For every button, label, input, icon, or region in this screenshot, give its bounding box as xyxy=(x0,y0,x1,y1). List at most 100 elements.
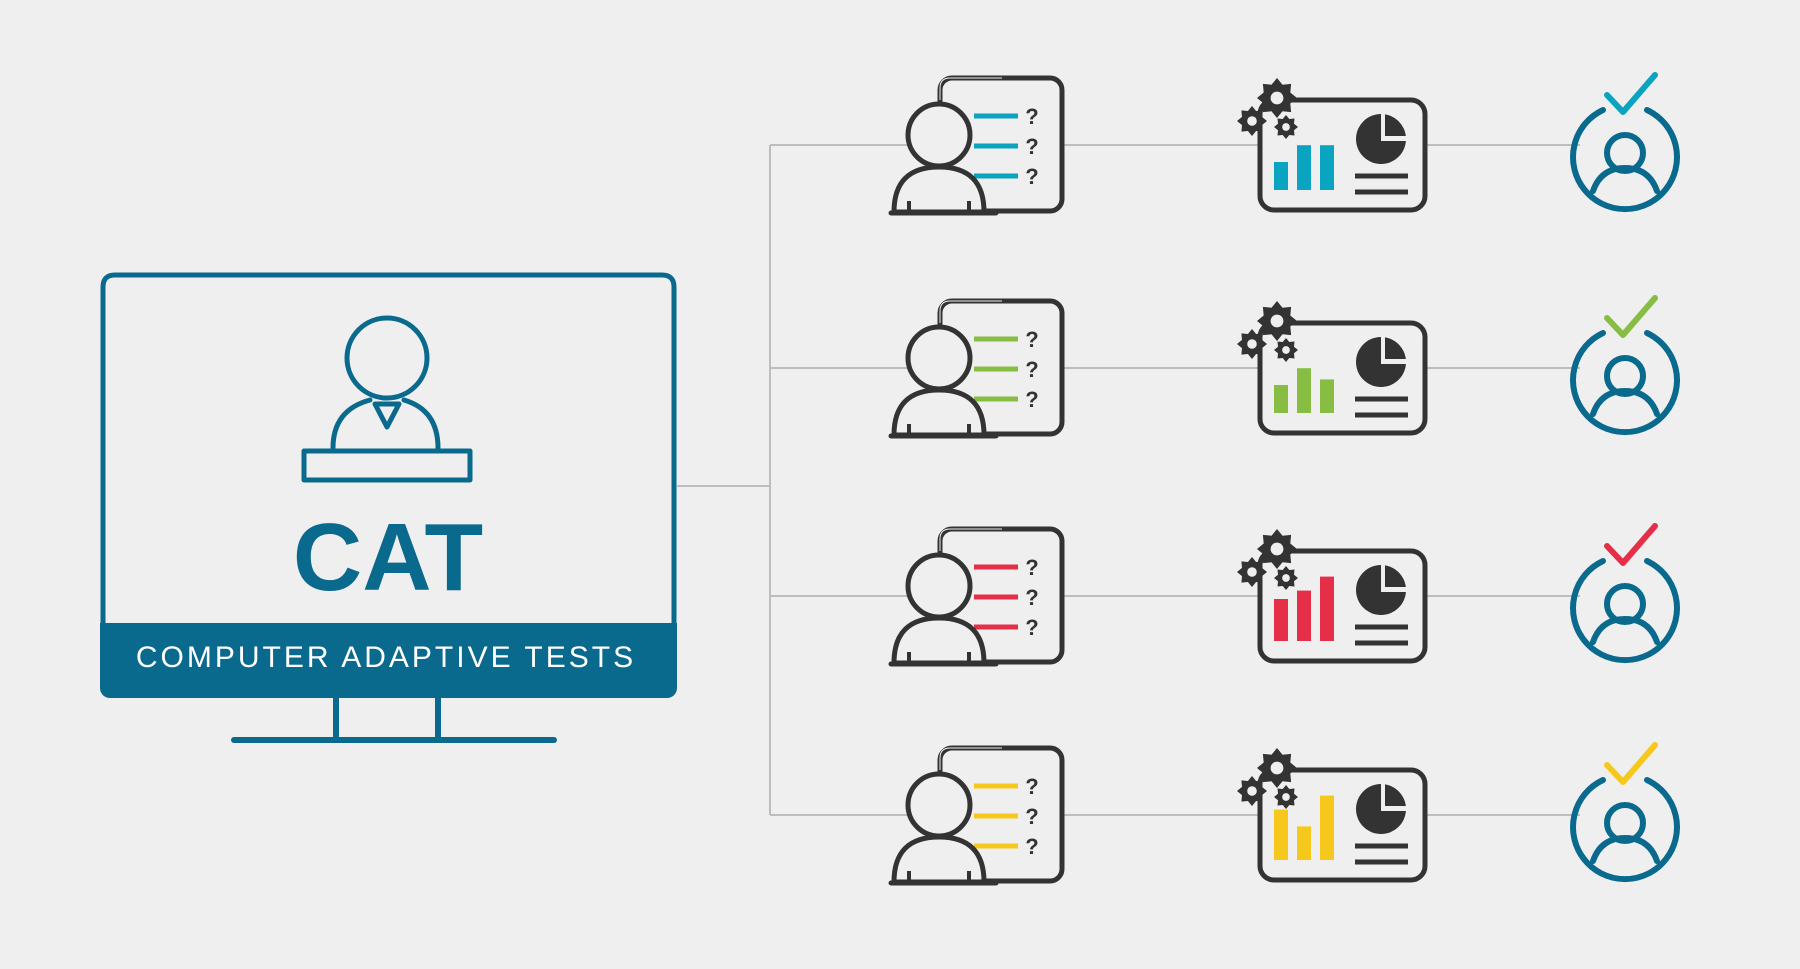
monitor-screen-frame xyxy=(100,272,677,693)
question-mark: ? xyxy=(1025,834,1038,859)
dashboard-bar xyxy=(1320,379,1334,413)
gear-hole xyxy=(1247,339,1257,349)
badge-ring xyxy=(1570,107,1680,213)
gear-icon xyxy=(1237,776,1267,806)
cat-logo-text: CAT xyxy=(293,504,483,611)
dashboard-pie-slice xyxy=(1381,782,1408,811)
checkmark-icon xyxy=(1604,295,1658,338)
test-rows: ???????????? xyxy=(888,72,1680,886)
gear-icon xyxy=(1237,106,1267,136)
gear-hole xyxy=(1247,567,1257,577)
monitor-banner-top xyxy=(100,623,677,643)
dashboard-pie-slice xyxy=(1381,112,1408,141)
gear-hole xyxy=(1282,574,1290,582)
question-mark: ? xyxy=(1025,104,1038,129)
question-card-corner xyxy=(939,747,1002,770)
verified-person-icon xyxy=(1570,523,1680,664)
results-dashboard-icon xyxy=(1257,97,1428,213)
question-mark: ? xyxy=(1025,387,1038,412)
gear-hole xyxy=(1282,793,1290,801)
question-mark: ? xyxy=(1025,615,1038,640)
dashboard-bar xyxy=(1274,162,1288,190)
presenter-desk xyxy=(301,448,473,483)
gear-hole xyxy=(1247,786,1257,796)
gear-icon xyxy=(1257,301,1297,341)
dashboard-bar xyxy=(1320,795,1334,860)
dashboard-bar xyxy=(1320,145,1334,190)
test-row-4: ??? xyxy=(888,742,1680,886)
verified-person-icon xyxy=(1570,742,1680,883)
question-mark: ? xyxy=(1025,357,1038,382)
question-mark: ? xyxy=(1025,804,1038,829)
dashboard-pie-slice xyxy=(1381,563,1408,592)
gear-icon xyxy=(1274,785,1298,809)
checkmark-icon xyxy=(1604,72,1658,115)
results-dashboard-icon xyxy=(1257,548,1428,664)
gear-hole xyxy=(1270,314,1284,328)
test-row-2: ??? xyxy=(888,295,1680,439)
badge-body xyxy=(1590,615,1660,645)
presenter-head xyxy=(344,315,430,401)
results-dashboard-icon xyxy=(1257,767,1428,883)
test-taker-head xyxy=(905,552,973,620)
gear-hole xyxy=(1270,542,1284,556)
presenter-body xyxy=(330,397,441,451)
presenter-tie xyxy=(372,401,402,430)
gear-icon xyxy=(1257,78,1297,118)
gear-icon xyxy=(1257,529,1297,569)
gear-icon xyxy=(1237,557,1267,587)
gear-icon xyxy=(1257,748,1297,788)
test-taker-icon xyxy=(888,324,999,439)
question-card-corner xyxy=(939,528,1002,551)
gear-icon xyxy=(1274,115,1298,139)
gear-icon xyxy=(1274,566,1298,590)
test-taker-icon xyxy=(888,771,999,886)
computer-monitor-icon: CAT COMPUTER ADAPTIVE TESTS xyxy=(100,272,677,743)
badge-body xyxy=(1590,164,1660,194)
badge-ring xyxy=(1570,330,1680,436)
test-taker-body xyxy=(891,387,987,438)
question-mark: ? xyxy=(1025,585,1038,610)
badge-body xyxy=(1590,387,1660,417)
verified-person-icon xyxy=(1570,295,1680,436)
question-mark: ? xyxy=(1025,134,1038,159)
test-row-1: ??? xyxy=(888,72,1680,216)
test-taker-body xyxy=(891,615,987,666)
test-taker-head xyxy=(905,101,973,169)
test-taker-icon xyxy=(888,101,999,216)
dashboard-bar xyxy=(1297,590,1311,641)
monitor-banner-text: COMPUTER ADAPTIVE TESTS xyxy=(136,641,636,674)
gear-hole xyxy=(1282,123,1290,131)
dashboard-bar xyxy=(1297,826,1311,860)
test-taker-body xyxy=(891,164,987,215)
badge-ring xyxy=(1570,777,1680,883)
connector-lines xyxy=(677,144,1580,816)
test-taker-head xyxy=(905,771,973,839)
question-mark: ? xyxy=(1025,774,1038,799)
badge-ring xyxy=(1570,558,1680,664)
gear-icon xyxy=(1274,338,1298,362)
question-mark: ? xyxy=(1025,555,1038,580)
badge-body xyxy=(1590,834,1660,864)
question-card-corner xyxy=(939,77,1002,100)
presenter-icon xyxy=(301,315,473,483)
test-taker-icon xyxy=(888,552,999,667)
gear-hole xyxy=(1282,346,1290,354)
dashboard-bar xyxy=(1274,385,1288,413)
dashboard-bar xyxy=(1297,145,1311,190)
gear-hole xyxy=(1270,91,1284,105)
dashboard-bar xyxy=(1320,576,1334,641)
question-mark: ? xyxy=(1025,327,1038,352)
question-mark: ? xyxy=(1025,164,1038,189)
test-taker-body xyxy=(891,834,987,885)
test-row-3: ??? xyxy=(888,523,1680,667)
question-card-corner xyxy=(939,300,1002,323)
verified-person-icon xyxy=(1570,72,1680,213)
test-taker-head xyxy=(905,324,973,392)
checkmark-icon xyxy=(1604,523,1658,566)
dashboard-pie-slice xyxy=(1381,335,1408,364)
gear-hole xyxy=(1247,116,1257,126)
gear-icon xyxy=(1237,329,1267,359)
